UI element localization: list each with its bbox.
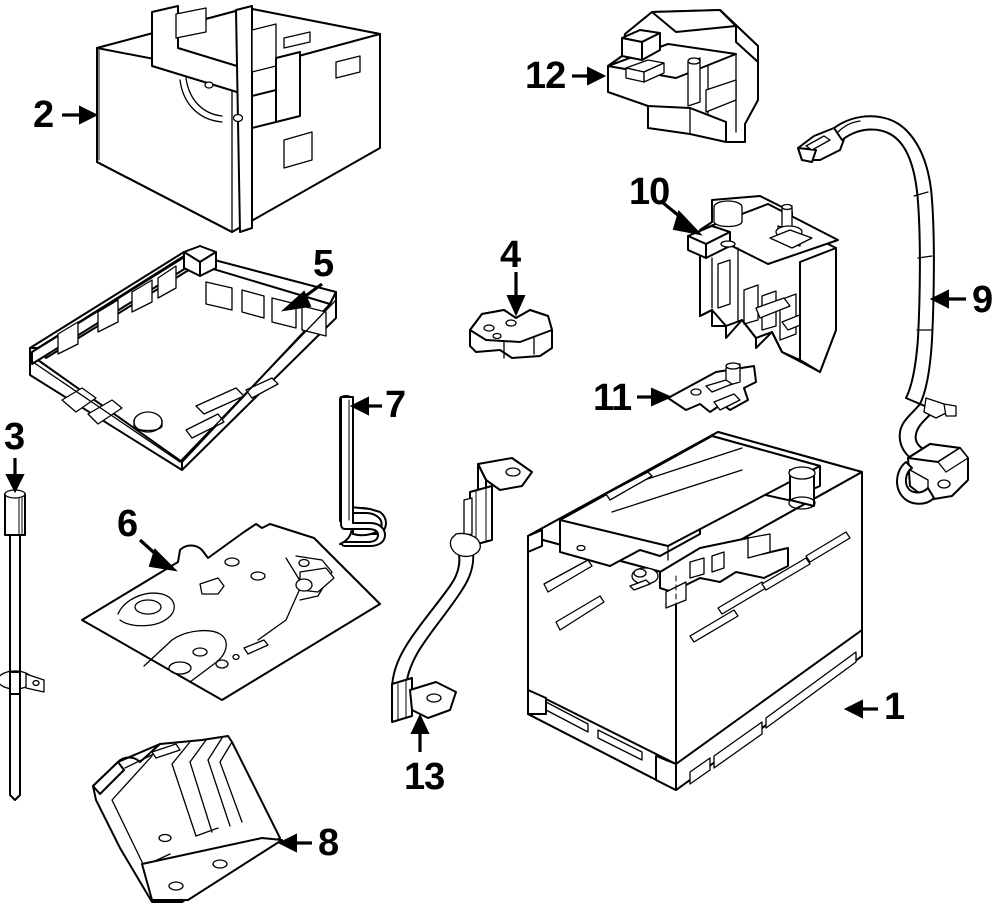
arrow-12	[572, 66, 607, 86]
arrow-2	[62, 105, 99, 125]
callout-label-8[interactable]: 8	[318, 822, 339, 864]
arrow-10	[660, 200, 703, 236]
callout-label-11[interactable]: 11	[593, 377, 632, 419]
part-13-negative-ground-cable[interactable]	[391, 457, 533, 723]
callout-label-10[interactable]: 10	[629, 171, 670, 213]
part-6-battery-support-plate[interactable]	[81, 523, 381, 701]
arrow-9	[929, 289, 966, 309]
callout-label-3[interactable]: 3	[4, 416, 25, 458]
callout-label-7[interactable]: 7	[385, 384, 406, 426]
part-12-fuse-box-cover[interactable]	[607, 9, 759, 143]
part-5-battery-tray[interactable]	[29, 245, 337, 471]
arrow-4	[506, 272, 526, 317]
part-3-hold-down-bolt[interactable]	[0, 489, 45, 801]
part-7-hold-down-rod[interactable]	[339, 395, 387, 547]
arrow-3	[5, 458, 25, 494]
callout-label-13[interactable]: 13	[404, 756, 445, 798]
part-11-terminal-bracket[interactable]	[667, 362, 757, 413]
callout-label-12[interactable]: 12	[525, 55, 566, 97]
part-4-hold-down-clamp[interactable]	[469, 309, 553, 359]
arrow-7	[349, 396, 382, 416]
callout-label-6[interactable]: 6	[117, 503, 138, 545]
part-1-battery[interactable]	[527, 431, 863, 791]
part-10-fuse-box-junction-block[interactable]	[687, 195, 839, 373]
part-9-positive-battery-cable[interactable]	[797, 115, 969, 505]
arrow-1	[843, 699, 878, 719]
arrow-8	[277, 833, 312, 853]
part-2-battery-cover[interactable]	[96, 5, 381, 233]
callout-label-1[interactable]: 1	[884, 686, 905, 728]
callout-label-2[interactable]: 2	[33, 94, 54, 136]
callout-arrows	[5, 66, 966, 853]
arrow-6	[138, 538, 178, 572]
callout-label-9[interactable]: 9	[972, 279, 993, 321]
callout-label-5[interactable]: 5	[313, 243, 334, 285]
callout-label-4[interactable]: 4	[500, 234, 521, 276]
arrow-13	[410, 713, 430, 752]
part-8-battery-heat-shield[interactable]	[92, 735, 283, 903]
arrow-5	[280, 282, 323, 312]
arrow-11	[637, 387, 673, 407]
